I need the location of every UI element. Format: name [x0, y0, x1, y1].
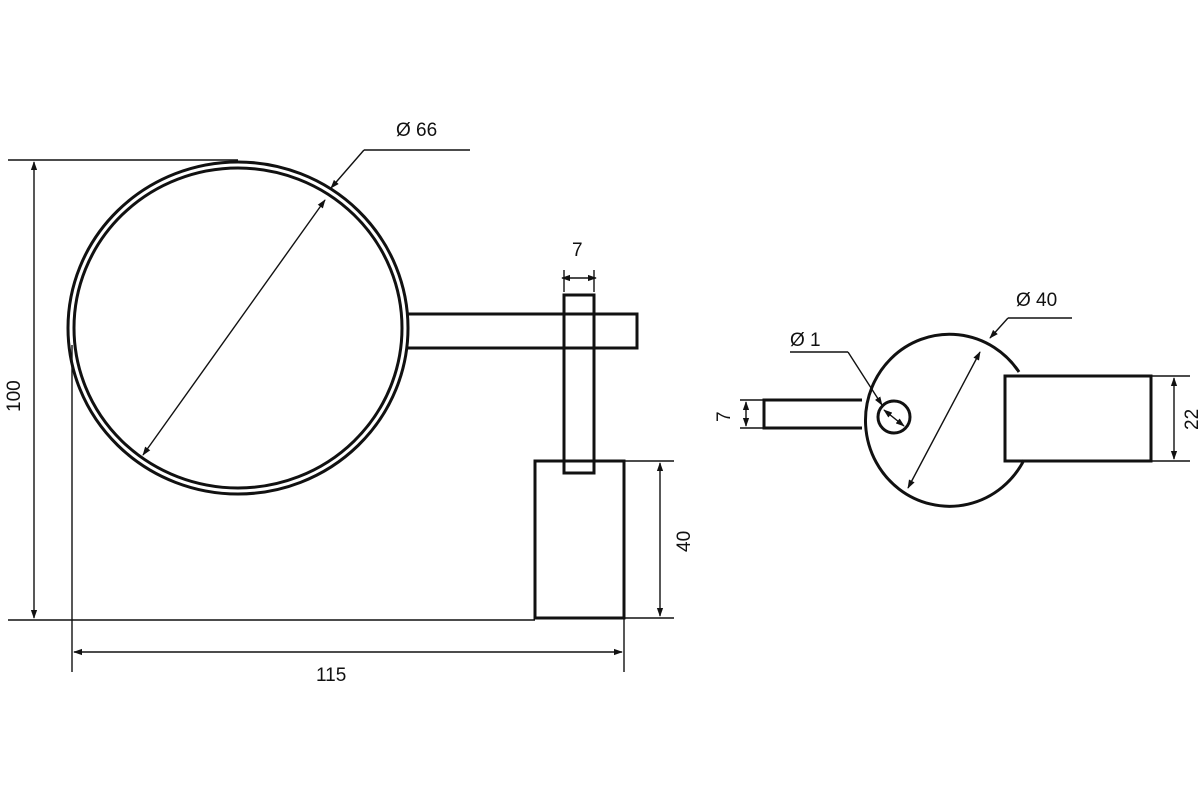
- clamp-bar: [562, 293, 596, 475]
- side-block: [1003, 374, 1153, 463]
- block-height-dimension: 22: [1151, 375, 1200, 462]
- lens-diameter-dimension: Ø 66: [142, 120, 470, 456]
- hole-diameter-dimension: Ø 1: [790, 330, 883, 406]
- horizontal-arm: [408, 312, 639, 350]
- total-height-label: 100: [4, 380, 25, 412]
- head-diameter-label: Ø 40: [1016, 290, 1057, 311]
- lens-outer-ring: [66, 160, 410, 496]
- lens-inner-ring: [72, 166, 404, 490]
- total-height-dimension: 100: [4, 159, 535, 621]
- top-view: Ø 40 Ø 1 7 22: [714, 290, 1200, 508]
- total-length-dimension: 115: [71, 345, 625, 686]
- round-head: [864, 332, 1026, 508]
- base-height-label: 40: [674, 531, 695, 552]
- block-height-label: 22: [1182, 409, 1200, 430]
- stem-thickness-label: 7: [714, 411, 735, 422]
- clamp-width-label: 7: [572, 240, 583, 261]
- side-view: Ø 66 7 100 40 115: [4, 120, 695, 686]
- base-block: [533, 459, 626, 620]
- hole-diameter-label: Ø 1: [790, 330, 821, 351]
- lens: [66, 160, 410, 496]
- head-diameter-dimension: Ø 40: [907, 290, 1072, 489]
- total-length-label: 115: [316, 665, 346, 686]
- pivot-hole: [876, 399, 912, 435]
- stem: [762, 398, 862, 430]
- clamp-width-dimension: 7: [561, 240, 597, 292]
- stem-thickness-dimension: 7: [714, 399, 764, 429]
- base-height-dimension: 40: [624, 460, 695, 619]
- lens-diameter-label: Ø 66: [396, 120, 437, 141]
